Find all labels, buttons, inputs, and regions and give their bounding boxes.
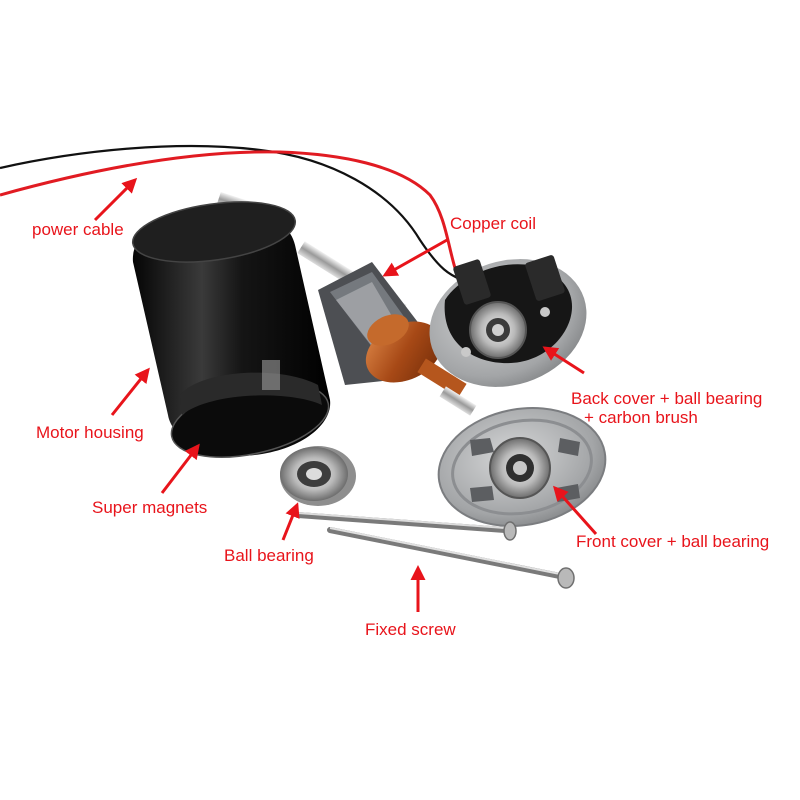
label-back-cover-line1: Back cover + ball bearing: [571, 389, 763, 408]
arrow-copper-coil: [382, 238, 448, 277]
label-arrows: [93, 177, 598, 612]
ball-bearing: [280, 446, 356, 506]
label-front-cover: Front cover + ball bearing: [576, 532, 770, 551]
arrow-back-cover: [542, 346, 585, 375]
label-fixed-screw: Fixed screw: [365, 620, 456, 639]
label-motor-housing: Motor housing: [36, 423, 144, 442]
label-back-cover-line2: + carbon brush: [584, 408, 698, 427]
label-super-magnets: Super magnets: [92, 498, 208, 517]
arrow-power-cable: [93, 177, 138, 222]
label-ball-bearing: Ball bearing: [224, 546, 314, 565]
arrow-ball-bearing: [281, 502, 300, 541]
red-wire: [0, 150, 457, 269]
arrow-motor-housing: [110, 367, 150, 416]
arrow-front-cover: [553, 485, 598, 535]
motor-housing: [131, 201, 331, 458]
label-power-cable: power cable: [32, 220, 124, 239]
fixed-screws: [295, 512, 575, 589]
black-wire: [0, 144, 463, 282]
label-copper-coil: Copper coil: [450, 214, 536, 233]
rotor-armature: [297, 241, 477, 416]
arrow-super-magnets: [160, 443, 200, 494]
